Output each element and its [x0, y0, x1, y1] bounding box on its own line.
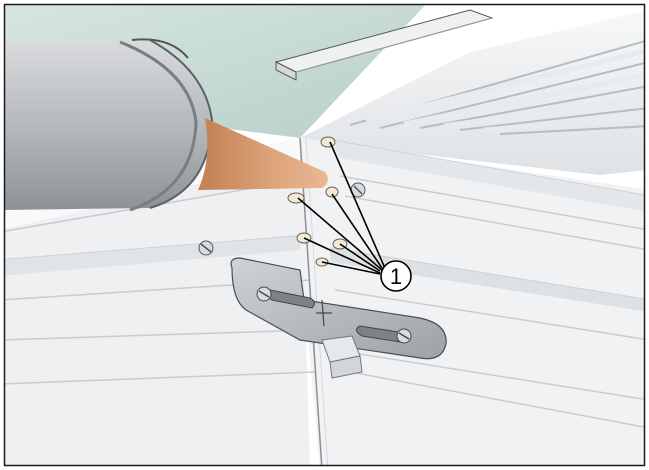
sealing-plug [320, 136, 336, 148]
callout-label: 1 [390, 264, 402, 289]
left-profile [4, 138, 310, 466]
figure-border [3, 3, 646, 467]
sealing-plug [325, 186, 339, 198]
screw-top-icon [350, 182, 366, 198]
screw-left-icon [198, 240, 214, 256]
right-profile-face [300, 138, 645, 466]
callout-marker: 1 [380, 260, 412, 292]
connector-plate [230, 257, 447, 360]
callout-leader-lines [297, 141, 385, 275]
sealant-tube [4, 38, 328, 212]
sealant-nozzle [198, 118, 328, 190]
